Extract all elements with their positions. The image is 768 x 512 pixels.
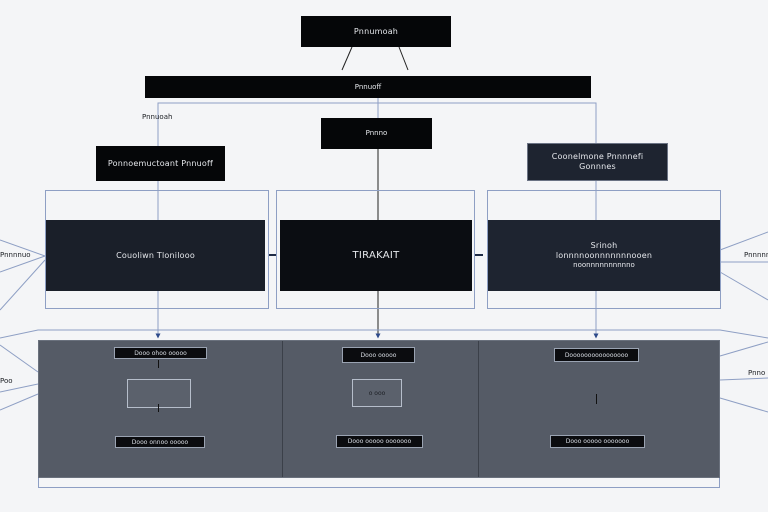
left-mid-node[interactable]: Ponnoemuctoant Pnnuoff xyxy=(96,146,225,181)
panel-right-label-3: noonnnnnnnnnno xyxy=(573,261,635,269)
bottom-left-bottom-label: Dooo onnoo ooooo xyxy=(131,438,189,446)
bottom-right-tick xyxy=(596,394,597,404)
panel-right-frame xyxy=(487,190,721,309)
bottom-left-bottom-chip[interactable]: Dooo onnoo ooooo xyxy=(115,436,205,448)
bottom-left-tick xyxy=(158,360,159,368)
bottom-left-top-chip[interactable]: Dooo ohoo ooooo xyxy=(114,347,207,359)
bottom-right-top-chip[interactable]: Doooooooooooooooo xyxy=(554,348,639,362)
bottom-left-top-label: Dooo ohoo ooooo xyxy=(134,349,187,357)
bottom-left-box[interactable] xyxy=(127,379,191,408)
side-label-left-2: Poo xyxy=(0,377,13,385)
right-mid-node-label-2: Gonnnes xyxy=(579,162,616,171)
bottom-right-bottom-label: Dooo ooooo ooooooo xyxy=(565,438,630,445)
bottom-divider-2 xyxy=(478,341,479,477)
bottom-left-tick-2 xyxy=(158,404,159,412)
level1-node-label: Pnnuoff xyxy=(354,82,382,91)
bottom-center-box[interactable]: o ooo xyxy=(352,379,402,407)
right-mid-node-label-1: Coonelmone Pnnnnefi xyxy=(551,152,644,161)
panel-left-frame xyxy=(45,190,269,309)
bottom-center-top-chip[interactable]: Dooo ooooo xyxy=(342,347,415,363)
panel-right[interactable]: Srinoh lonnnnoonnnnnnnooen noonnnnnnnnnn… xyxy=(488,220,720,291)
panel-right-label-2: lonnnnoonnnnnnnooen xyxy=(555,251,653,260)
level1-node[interactable]: Pnnuoff xyxy=(145,76,591,98)
bottom-right-bottom-chip[interactable]: Dooo ooooo ooooooo xyxy=(550,435,645,448)
bottom-center-bottom-chip[interactable]: Dooo ooooo ooooooo xyxy=(336,435,423,448)
root-node-label: Pnnumoah xyxy=(353,26,399,36)
bottom-center-bottom-label: Dooo ooooo ooooooo xyxy=(347,438,412,445)
side-label-right-1: Pnnnnnoo xyxy=(744,251,768,259)
right-mid-node[interactable]: Coonelmone Pnnnnefi Gonnnes xyxy=(527,143,668,181)
bottom-right-top-label: Doooooooooooooooo xyxy=(564,351,629,359)
bottom-center-box-label: o ooo xyxy=(368,389,386,397)
bottom-baseline xyxy=(38,478,720,488)
panel-center-frame xyxy=(276,190,475,309)
bottom-center-top-label: Dooo ooooo xyxy=(360,351,397,359)
panel-right-label-1: Srinoh xyxy=(590,241,618,250)
panel-left-label: Couoliwn Tlonilooo xyxy=(116,250,195,260)
left-mid-node-label: Ponnoemuctoant Pnnuoff xyxy=(107,158,214,168)
panel-center[interactable]: TIRAKAIT xyxy=(280,220,472,291)
bottom-section xyxy=(38,340,720,478)
panel-left[interactable]: Couoliwn Tlonilooo xyxy=(46,220,265,291)
root-node[interactable]: Pnnumoah xyxy=(301,16,451,47)
center-node[interactable]: Pnnno xyxy=(321,118,432,149)
side-label-right-2: Pnno xyxy=(748,369,766,377)
panel-center-label: TIRAKAIT xyxy=(352,250,400,261)
side-label-left-1: Pnnnnuo xyxy=(0,251,31,259)
center-node-label: Pnnno xyxy=(365,129,388,137)
level1-side-label: Pnnuoah xyxy=(142,113,173,121)
bottom-divider-1 xyxy=(282,341,283,477)
